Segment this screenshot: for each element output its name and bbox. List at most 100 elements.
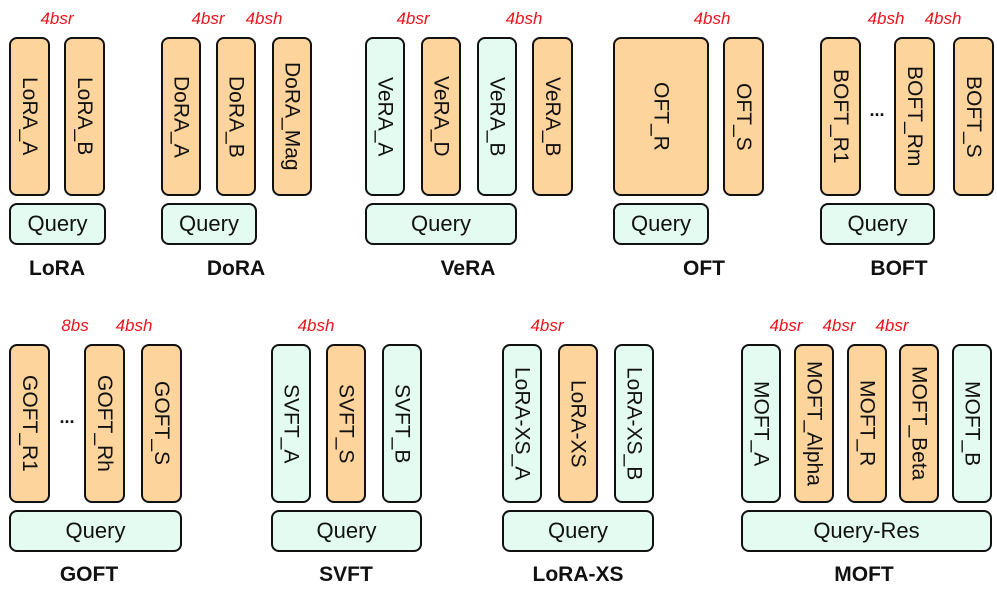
block-label: MOFT_Alpha (802, 361, 826, 486)
block-svft-b: SVFT_B (382, 344, 422, 503)
annotation-moft-alpha: 4bsr (769, 316, 803, 335)
block-label: DoRA_B (224, 75, 248, 158)
block-label: OFT_R (649, 82, 673, 151)
block-label: GOFT_S (150, 381, 173, 466)
base-query-vera: Query (365, 203, 517, 245)
block-label: LoRA-XS_B (622, 366, 646, 481)
block-boft-r1: BOFT_R1 (820, 37, 861, 196)
annotation-moft-beta: 4bsr (875, 316, 909, 335)
method-title-oft: OFT (683, 257, 725, 280)
base-label: Query-Res (813, 518, 920, 543)
block-moft-a: MOFT_A (741, 344, 781, 503)
block-label: MOFT_A (749, 380, 773, 467)
annotation-goft-rh: 8bs (61, 316, 89, 335)
method-title-moft: MOFT (834, 563, 894, 586)
base-label: Query (27, 211, 88, 236)
annotation-moft-r: 4bsr (822, 316, 856, 335)
block-label: VeRA_B (541, 76, 564, 157)
block-label: LoRA-XS (566, 379, 590, 468)
block-label: SVFT_B (390, 383, 414, 464)
base-query-dora: Query (161, 203, 257, 245)
block-label: GOFT_R1 (18, 375, 41, 472)
block-label: MOFT_Beta (907, 366, 931, 481)
base-label: Query (847, 211, 908, 236)
base-label: Query (631, 211, 691, 236)
block-label: VeRA_B (485, 76, 509, 157)
block-label: OFT_S (732, 82, 755, 151)
block-label: BOFT_R1 (829, 69, 852, 164)
annotation-vera-a: 4bsr (396, 9, 430, 28)
annotation-vera-b: 4bsh (505, 9, 543, 28)
block-lora-b: LoRA_B (64, 37, 105, 196)
annotation-boft-s: 4bsh (924, 9, 962, 28)
block-label: BOFT_Rm (903, 66, 926, 167)
block-label: MOFT_R (855, 380, 879, 467)
block-label: LoRA_A (18, 77, 41, 156)
block-dora-mag: DoRA_Mag (272, 37, 312, 196)
base-label: Query (179, 211, 239, 236)
block-moft-alpha: MOFT_Alpha (794, 344, 834, 503)
method-title-svft: SVFT (319, 563, 373, 586)
block-dora-b: DoRA_B (216, 37, 256, 196)
block-boft-s: BOFT_S (953, 37, 994, 196)
base-query-boft: Query (820, 203, 935, 245)
base-query-lora: Query (9, 203, 106, 245)
block-label: LoRA_B (73, 77, 96, 156)
method-title-boft: BOFT (870, 257, 928, 280)
block-label: GOFT_Rh (93, 375, 116, 472)
block-label: VeRA_A (373, 76, 397, 157)
block-vera-b-frozen: VeRA_B (477, 37, 517, 196)
annotation-lora-xs: 4bsr (530, 316, 564, 335)
block-label: BOFT_S (962, 75, 985, 158)
annotation-lora: 4bsr (40, 9, 74, 28)
block-label: DoRA_Mag (280, 62, 304, 171)
block-lora-xs-b: LoRA-XS_B (614, 344, 654, 503)
block-svft-a: SVFT_A (271, 344, 311, 503)
annotation-svft-s: 4bsh (297, 316, 335, 335)
block-goft-rh: GOFT_Rh (84, 344, 125, 503)
base-query-res-moft: Query-Res (741, 510, 992, 552)
block-goft-s: GOFT_S (141, 344, 182, 503)
block-svft-s: SVFT_S (326, 344, 366, 503)
annotation-oft-s: 4bsh (693, 9, 731, 28)
block-label: VeRA_D (429, 76, 453, 157)
block-label: LoRA-XS_A (510, 366, 534, 481)
block-vera-a: VeRA_A (365, 37, 405, 196)
method-title-lora: LoRA (29, 257, 85, 280)
annotation-boft-rm: 4bsh (867, 9, 905, 28)
base-label: Query (65, 518, 126, 543)
block-lora-a: LoRA_A (9, 37, 50, 196)
ellipsis-goft: ... (59, 407, 75, 427)
block-label: DoRA_A (169, 75, 193, 158)
block-lora-xs-a: LoRA-XS_A (502, 344, 542, 503)
block-moft-beta: MOFT_Beta (899, 344, 939, 503)
block-oft-r: OFT_R (613, 37, 709, 196)
method-title-dora: DoRA (206, 257, 266, 280)
block-moft-r: MOFT_R (847, 344, 887, 503)
base-label: Query (316, 518, 377, 543)
block-dora-a: DoRA_A (161, 37, 201, 196)
method-title-lora-xs: LoRA-XS (532, 563, 624, 586)
block-label: MOFT_B (960, 380, 984, 467)
block-vera-b-trainable: VeRA_B (532, 37, 573, 196)
block-label: SVFT_S (334, 383, 358, 464)
base-query-goft: Query (9, 510, 182, 552)
method-title-goft: GOFT (59, 563, 119, 586)
block-boft-rm: BOFT_Rm (894, 37, 935, 196)
base-query-oft: Query (613, 203, 709, 245)
base-query-svft: Query (271, 510, 422, 552)
annotation-goft-s: 4bsh (115, 316, 153, 335)
block-moft-b: MOFT_B (952, 344, 992, 503)
base-query-lora-xs: Query (502, 510, 654, 552)
annotation-dora-b: 4bsr (191, 9, 225, 28)
method-title-vera: VeRA (440, 257, 496, 280)
block-goft-r1: GOFT_R1 (9, 344, 50, 503)
ellipsis-boft: ... (869, 100, 885, 120)
block-vera-d: VeRA_D (421, 37, 461, 196)
annotation-dora-mag: 4bsh (245, 9, 283, 28)
block-lora-xs: LoRA-XS (558, 344, 598, 503)
block-oft-s: OFT_S (723, 37, 764, 196)
base-label: Query (548, 518, 608, 543)
base-label: Query (411, 211, 471, 236)
block-label: SVFT_A (279, 383, 303, 464)
